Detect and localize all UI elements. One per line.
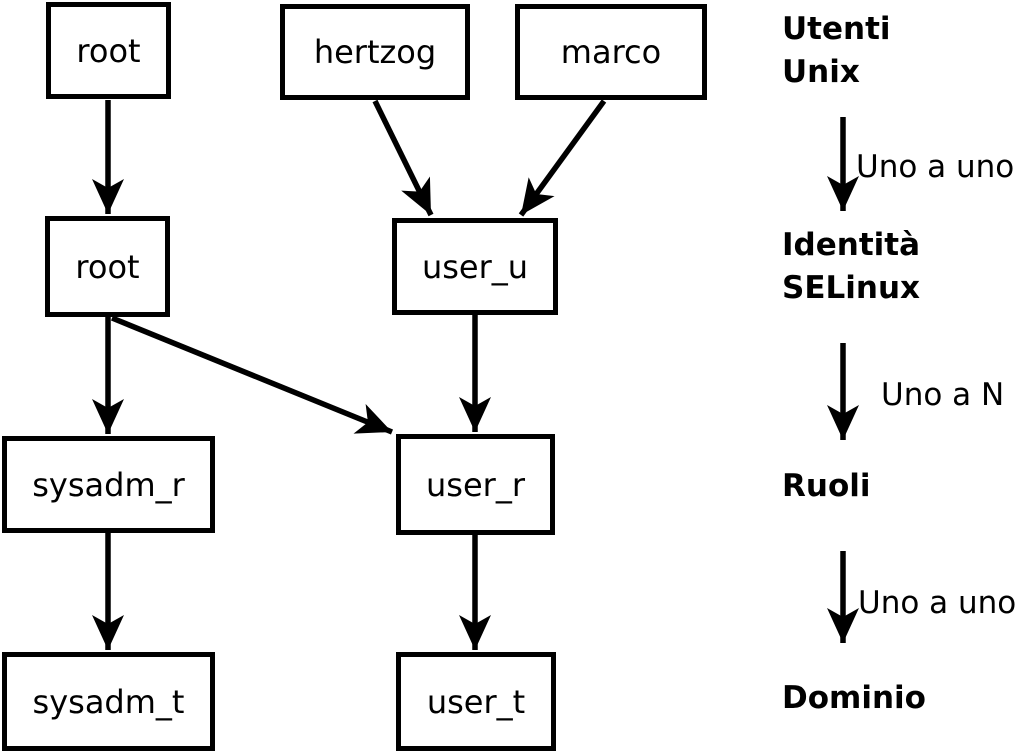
legend-relation-uno-a-n: Uno a N	[881, 377, 1005, 413]
node-label: root	[76, 31, 141, 70]
legend-relation-uno-a-uno-2: Uno a uno	[858, 585, 1017, 621]
node-selinux-identity-root: root	[45, 216, 170, 317]
arrow-marco-to-user_u	[518, 99, 607, 217]
legend-relation-uno-a-uno-1: Uno a uno	[856, 149, 1015, 185]
legend-level-utenti-unix: Utenti Unix	[782, 11, 891, 90]
node-domain-user_t: user_t	[396, 652, 556, 751]
node-unix-user-hertzog: hertzog	[280, 4, 470, 100]
node-label: user_u	[421, 247, 529, 286]
node-role-sysadm_r: sysadm_r	[2, 436, 215, 533]
node-label: user_r	[426, 465, 525, 504]
node-label: hertzog	[313, 33, 437, 71]
legend-level-identita-selinux: Identità SELinux	[782, 227, 921, 306]
node-unix-user-root: root	[46, 2, 171, 99]
node-unix-user-marco: marco	[515, 4, 707, 100]
node-label: user_t	[426, 682, 526, 721]
node-role-user_r: user_r	[396, 434, 555, 535]
node-label: root	[75, 247, 140, 286]
legend-level-dominio: Dominio	[782, 680, 926, 716]
arrow-hertzog-to-user_u	[372, 99, 434, 217]
node-label: sysadm_r	[32, 465, 185, 504]
node-label: sysadm_t	[32, 682, 185, 721]
node-label: marco	[560, 33, 662, 71]
node-selinux-identity-user_u: user_u	[392, 218, 558, 315]
legend-level-ruoli: Ruoli	[782, 468, 871, 504]
arrow-root-to-user_r	[110, 315, 394, 435]
node-domain-sysadm_t: sysadm_t	[2, 652, 215, 751]
